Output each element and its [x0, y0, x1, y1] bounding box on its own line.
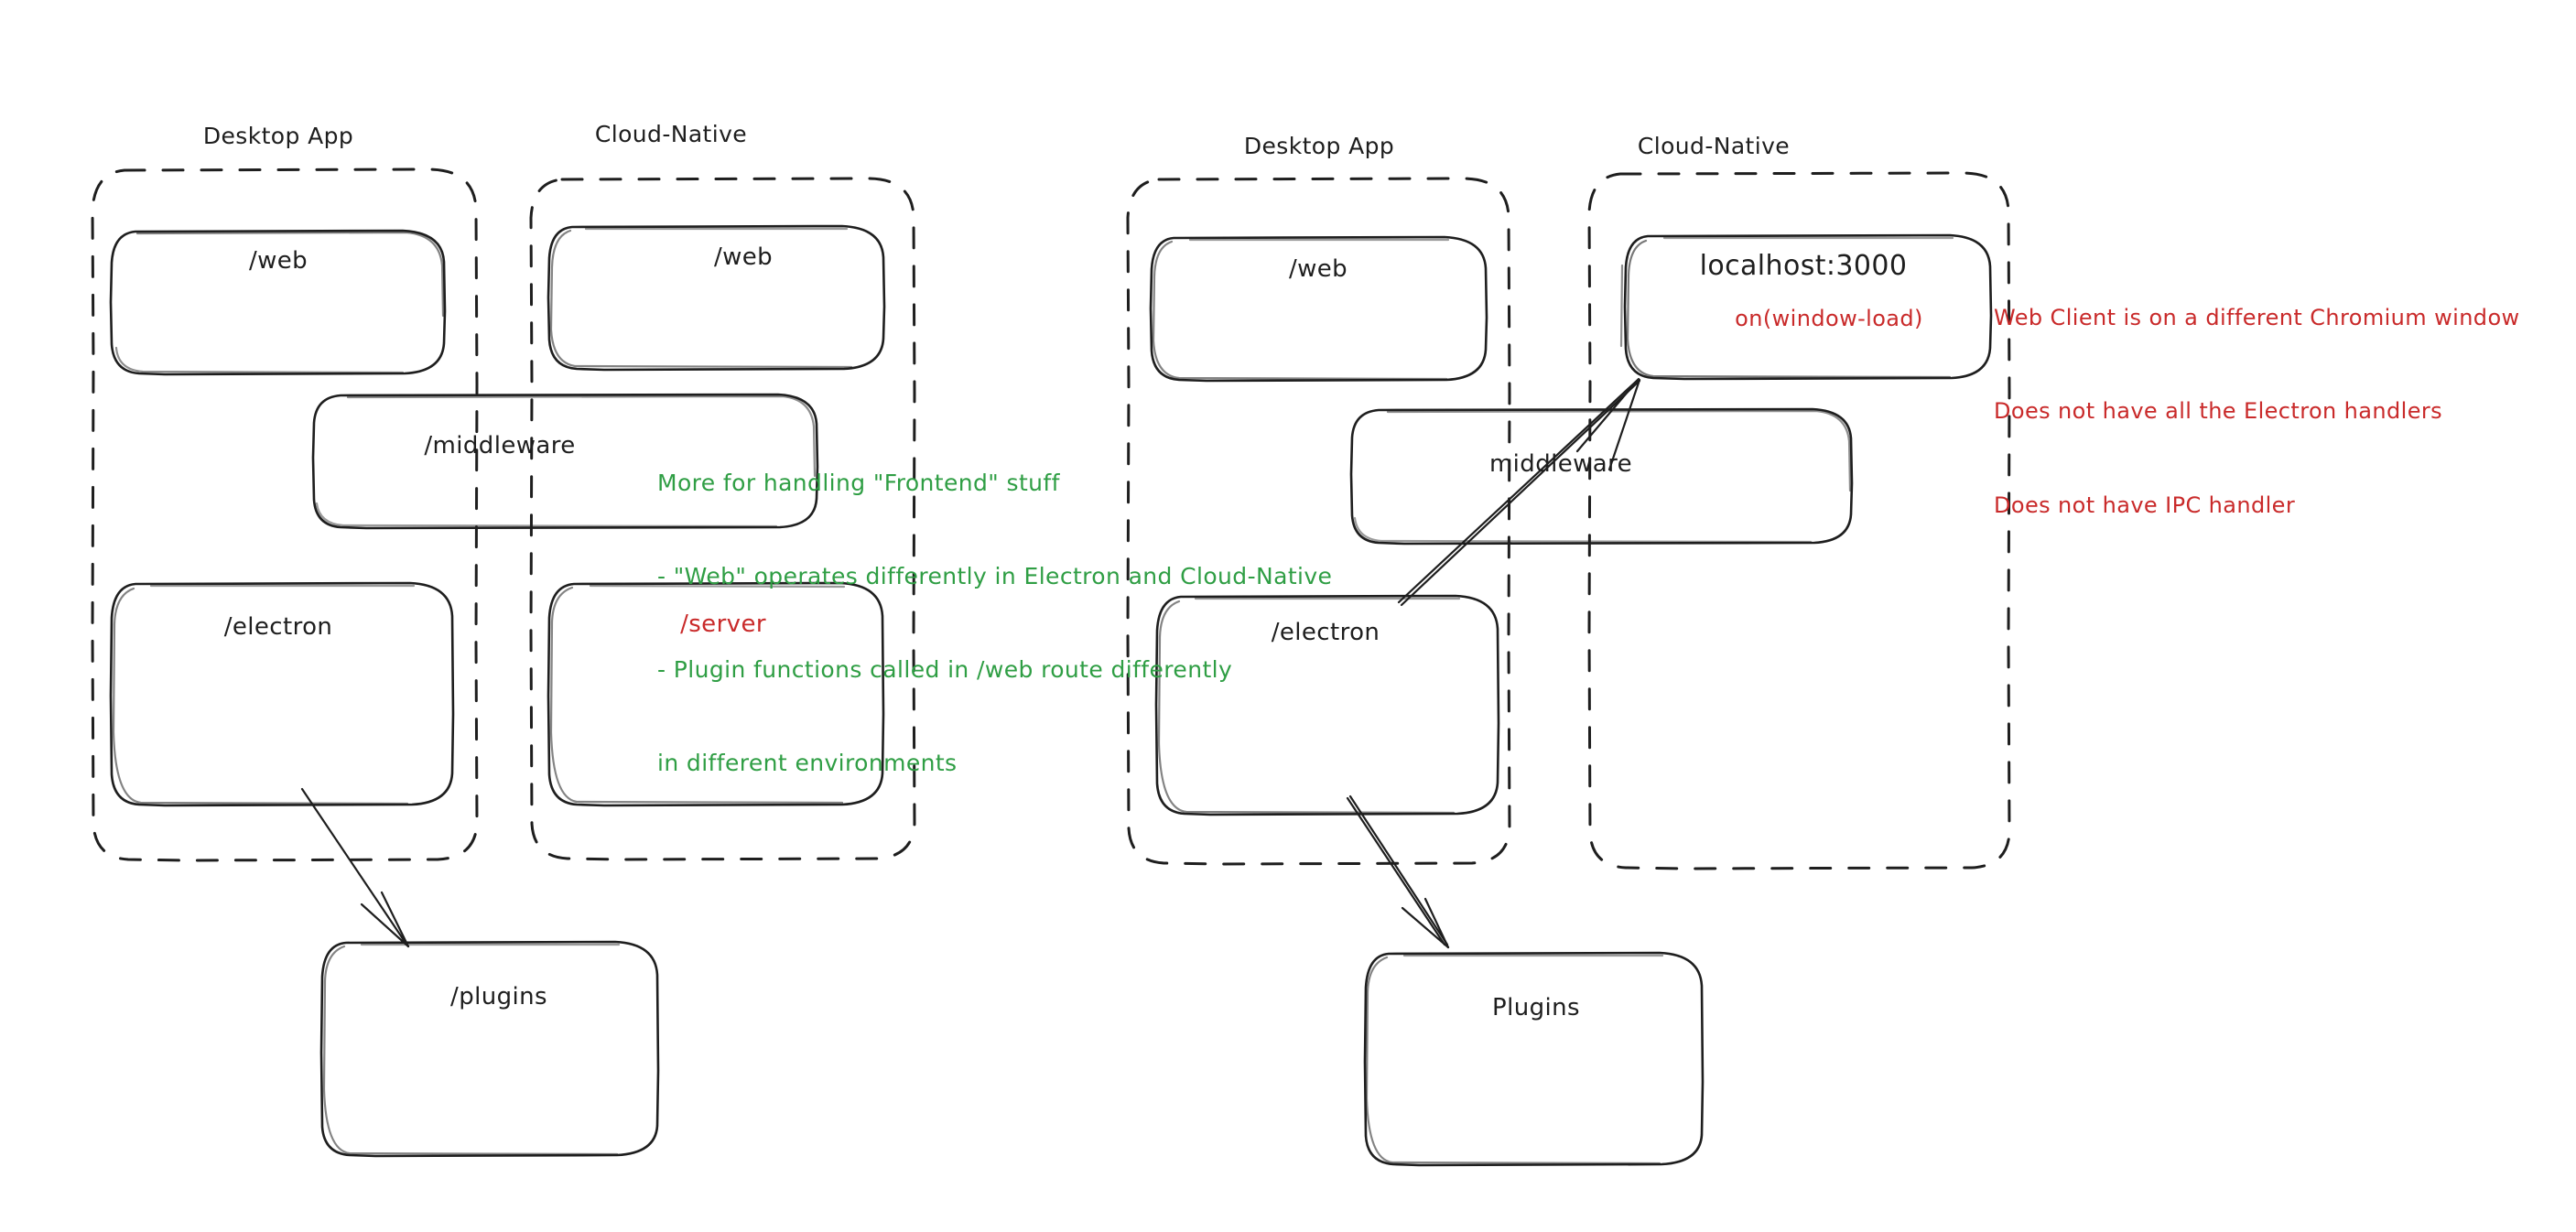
- box-sublabel-right-localhost-on-window-load: on(window-load): [1735, 306, 1923, 331]
- arrow-right-electron-to-localhost: [1397, 377, 1641, 607]
- box-label-right-plugins: Plugins: [1492, 994, 1580, 1021]
- box-label-right-middleware: middleware: [1488, 450, 1633, 478]
- box-label-right-electron: /electron: [1271, 619, 1380, 646]
- annotation-left-green-line-2: - "Web" operates differently in Electron…: [657, 563, 1333, 589]
- arrow-left-electron-to-plugins: [300, 787, 410, 948]
- box-left-server: [547, 581, 885, 807]
- box-label-left-plugins: /plugins: [450, 983, 547, 1010]
- group-right-desktop-app: [1126, 177, 1511, 866]
- box-right-desktop-web: [1149, 235, 1488, 383]
- box-label-left-server: /server: [680, 611, 766, 638]
- group-left-desktop-app: [91, 168, 479, 862]
- annotation-left-green-line-1: More for handling "Frontend" stuff: [657, 470, 1060, 496]
- annotation-right-red-line-3: Does not have IPC handler: [1994, 492, 2296, 518]
- box-right-electron: [1154, 594, 1500, 816]
- box-left-electron: [109, 581, 455, 807]
- group-left-cloud-native: [529, 177, 916, 861]
- box-label-left-cloud-web: /web: [713, 243, 774, 271]
- box-right-localhost: [1619, 233, 1993, 381]
- annotation-left-green-line-3: - Plugin functions called in /web route …: [657, 656, 1233, 683]
- box-label-left-electron: /electron: [223, 613, 333, 641]
- annotation-right-red-line-1: Web Client is on a different Chromium wi…: [1994, 305, 2520, 331]
- annotation-right-red-line-2: Does not have all the Electron handlers: [1994, 398, 2443, 425]
- group-title-left-desktop-app: Desktop App: [202, 123, 354, 149]
- group-title-left-cloud-native: Cloud-Native: [594, 121, 748, 147]
- box-left-middleware: [311, 393, 819, 530]
- box-left-plugins: [319, 940, 660, 1158]
- box-left-cloud-web: [547, 224, 886, 372]
- group-title-right-desktop-app: Desktop App: [1243, 133, 1395, 159]
- annotation-right-red-note: Web Client is on a different Chromium wi…: [1994, 240, 2520, 552]
- box-right-middleware: [1349, 407, 1854, 546]
- group-right-cloud-native: [1587, 171, 2011, 870]
- box-label-right-desktop-web: /web: [1288, 255, 1348, 283]
- box-label-left-middleware: /middleware: [424, 432, 576, 459]
- annotation-left-green-line-4: in different environments: [657, 750, 958, 776]
- box-right-plugins: [1363, 951, 1705, 1167]
- box-left-desktop-web: [109, 229, 447, 376]
- box-label-left-desktop-web: /web: [248, 247, 308, 275]
- arrow-right-electron-to-plugins: [1346, 794, 1450, 949]
- annotation-left-green-note: More for handling "Frontend" stuff - "We…: [657, 405, 1332, 810]
- box-label-right-localhost: localhost:3000: [1699, 250, 1908, 282]
- group-title-right-cloud-native: Cloud-Native: [1637, 133, 1791, 159]
